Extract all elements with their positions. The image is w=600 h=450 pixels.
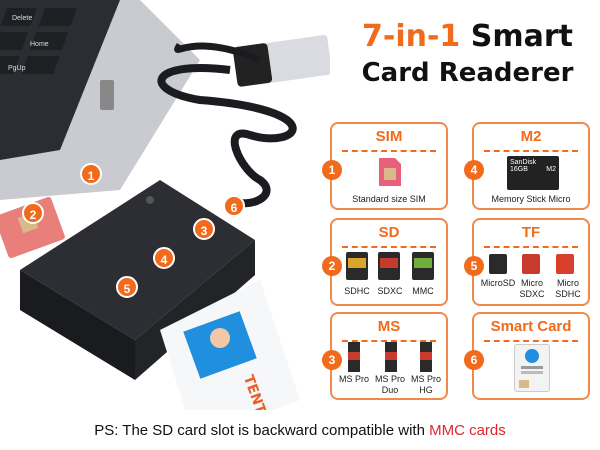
m2-brand: SanDisk [510,159,537,166]
sd-item-sdhc: SDHC [344,286,370,296]
tf-item-microsdhc: Micro SDHC [555,278,581,299]
callout-4: 4 [153,247,175,269]
ms-item-pro-duo: MS Pro Duo [374,374,405,395]
panel-caption: Standard size SIM [352,194,426,204]
badge: 4 [464,160,484,180]
usb-cable [157,63,297,208]
m2-size: 16GB [510,166,528,173]
callout-2: 2 [22,202,44,224]
ms-item-pro: MS Pro [338,374,369,384]
headline-accent: 7-in-1 [362,19,461,54]
panel-ms: MS 3 MS Pro MS Pro Duo MS Pro HG [322,312,448,400]
ms-pro-hg-card-icon [420,342,432,372]
ms-pro-duo-card-icon [385,342,397,372]
mmc-card-icon [412,252,434,280]
m2-label: M2 [546,166,556,173]
footer-note: PS: The SD card slot is backward compati… [0,422,600,439]
headline: 7-in-1 Smart Card Readerer [340,18,595,90]
panel-title: TF [521,224,541,241]
m2-card-icon: SanDisk 16GB M2 [507,156,559,190]
badge: 2 [322,256,342,276]
panel-caption: Memory Stick Micro [491,194,571,204]
usb-port [100,80,114,110]
sd-item-mmc: MMC [412,286,434,296]
sdxc-card-icon [378,252,400,280]
panel-m2: M2 4 SanDisk 16GB M2 Memory Stick Micro [464,122,590,210]
panel-sim: SIM 1 Standard size SIM [322,122,448,210]
panel-title: SD [378,224,400,241]
microsd-card-icon [489,254,507,274]
key-delete: Delete [12,15,32,22]
badge: 5 [464,256,484,276]
ms-pro-card-icon [348,342,360,372]
callout-1: 1 [80,163,102,185]
panel-title: Smart Card [490,318,572,335]
footer-prefix: PS: The SD card slot is backward compati… [94,422,430,439]
laptop-keyboard [0,0,120,160]
panel-title: SIM [375,128,403,145]
callout-6: 6 [223,195,245,217]
headline-rest: Smart [460,19,573,54]
footer-highlight: MMC cards [429,422,506,439]
product-photo: Delete Home PgUp TENTIV [0,0,330,410]
panel-sd: SD 2 SDHC SDXC MMC [322,218,448,306]
badge: 3 [322,350,342,370]
tf-item-microsdxc: Micro SDXC [519,278,545,299]
key-pgup: PgUp [8,65,26,72]
panel-title: MS [377,318,401,335]
badge: 1 [322,160,342,180]
id-badge-icon [514,344,550,392]
panel-tf: TF 5 MicroSD Micro SDXC Micro SDHC [464,218,590,306]
key-home: Home [30,41,49,48]
microsdhc-card-icon [556,254,574,274]
sdhc-card-icon [346,252,368,280]
microsdxc-card-icon [522,254,540,274]
ms-item-pro-hg: MS Pro HG [410,374,441,395]
callout-5: 5 [116,276,138,298]
panel-smart-card: Smart Card 6 [464,312,590,400]
sim-card-icon [379,158,401,186]
callout-3: 3 [193,218,215,240]
tf-item-microsd: MicroSD [480,278,516,288]
badge: 6 [464,350,484,370]
sd-item-sdxc: SDXC [377,286,403,296]
panel-title: M2 [520,128,542,145]
headline-line2: Card Readerer [361,58,574,88]
